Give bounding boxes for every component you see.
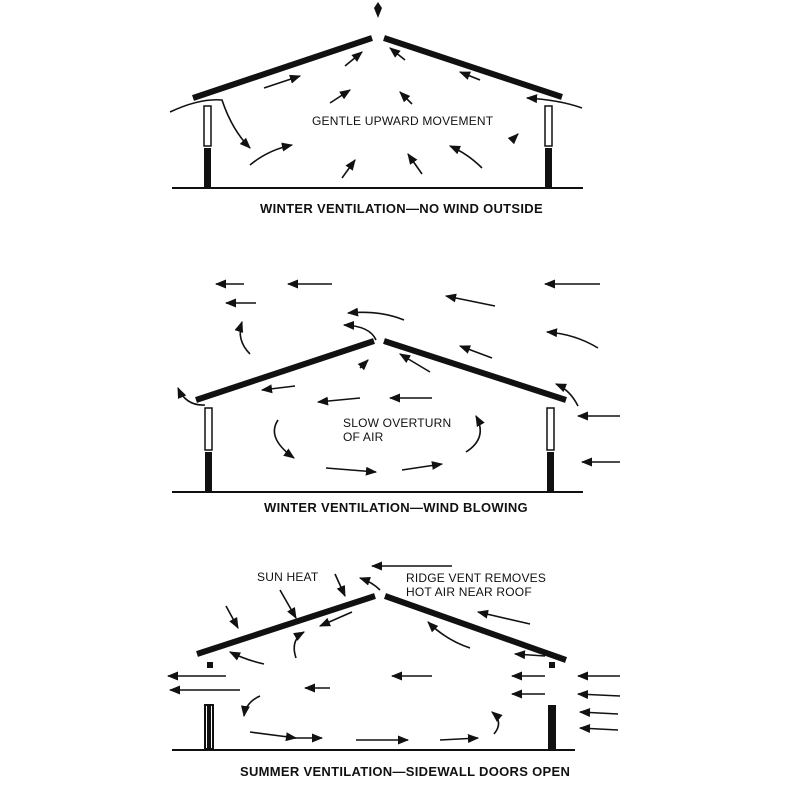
label-hot-air: HOT AIR NEAR ROOF xyxy=(406,585,532,599)
label-gentle-upward: GENTLE UPWARD MOVEMENT xyxy=(312,114,494,128)
wall-right-vent xyxy=(544,105,553,147)
wall-left xyxy=(204,148,211,188)
label-of-air: OF AIR xyxy=(343,430,384,444)
wall-left-vent xyxy=(203,105,212,147)
airflow-arrows xyxy=(177,279,620,476)
ridge-vent-icon xyxy=(374,2,382,18)
panel-winter-no-wind: GENTLE UPWARD MOVEMENT WINTER VENTILATIO… xyxy=(169,2,583,216)
wall-left-vent xyxy=(204,407,213,451)
caption-summer: SUMMER VENTILATION—SIDEWALL DOORS OPEN xyxy=(240,764,570,779)
roof-right xyxy=(383,338,567,403)
panel-summer: SUN HEAT RIDGE VENT REMOVES HOT AIR NEAR… xyxy=(166,561,621,779)
wall-right-top xyxy=(549,662,555,668)
sidewall-door-left-fill xyxy=(207,705,211,749)
panel-winter-wind: SLOW OVERTURN OF AIR WINTER VENTILATION—… xyxy=(172,279,620,515)
airflow-arrows xyxy=(166,561,621,745)
label-ridge-vent: RIDGE VENT REMOVES xyxy=(406,571,546,585)
wall-left xyxy=(205,452,212,492)
sidewall-door-right xyxy=(548,705,556,749)
wall-left-top xyxy=(207,662,213,668)
caption-winter-no-wind: WINTER VENTILATION—NO WIND OUTSIDE xyxy=(260,201,543,216)
airflow-arrows xyxy=(169,47,583,179)
wall-right xyxy=(547,452,554,492)
label-slow-overturn: SLOW OVERTURN xyxy=(343,416,451,430)
roof-left xyxy=(192,35,373,101)
wall-right-vent xyxy=(546,407,555,451)
label-sun-heat: SUN HEAT xyxy=(257,570,319,584)
roof-left xyxy=(195,338,375,403)
caption-winter-wind: WINTER VENTILATION—WIND BLOWING xyxy=(264,500,528,515)
roof-right xyxy=(383,593,568,663)
wall-right xyxy=(545,148,552,188)
roof-left xyxy=(196,593,376,657)
roof-right xyxy=(383,35,563,100)
